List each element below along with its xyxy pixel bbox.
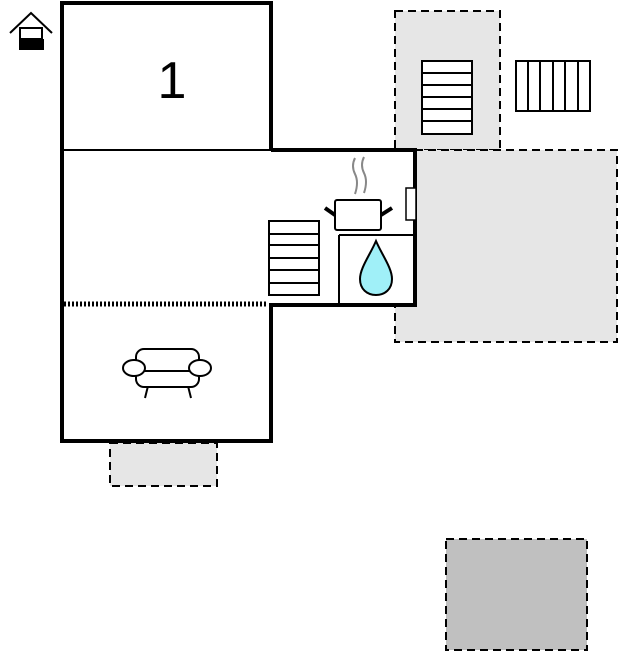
- window: [405, 187, 417, 221]
- terrace-bottom: [109, 442, 218, 487]
- stairs-icon: [515, 60, 591, 112]
- water-drop-icon: [358, 238, 394, 297]
- stairs-icon: [268, 220, 320, 296]
- outbuilding: [445, 538, 588, 651]
- stairs-icon: [421, 60, 473, 135]
- house-floor-icon: [9, 11, 53, 50]
- terrace-right: [394, 149, 618, 343]
- room-number-label: 1: [158, 52, 187, 110]
- sofa-icon: [122, 348, 212, 399]
- cooking-pot-icon: [323, 156, 394, 231]
